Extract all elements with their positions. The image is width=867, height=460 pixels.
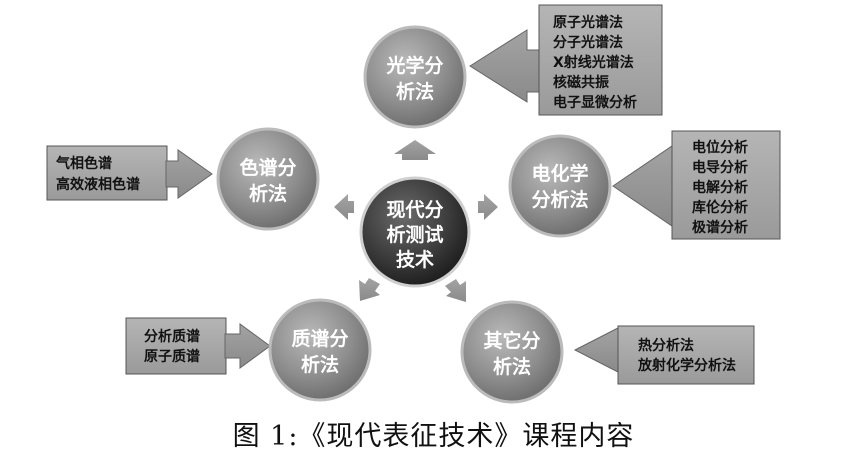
mass-methods-item: 分析质谱 bbox=[144, 328, 200, 345]
mass-methods-item: 原子质谱 bbox=[144, 348, 200, 365]
electrochem-node-label: 电化学 bbox=[531, 162, 588, 185]
electrochem-node: 电化学 分析法 bbox=[508, 134, 612, 238]
optical-methods-item: 核磁共振 bbox=[553, 74, 609, 91]
electrochem-methods-item: 电位分析 bbox=[692, 139, 748, 156]
center-to-optical-arrow bbox=[394, 140, 436, 160]
mass-node-label: 析法 bbox=[301, 353, 339, 376]
center-to-electrochem-arrow bbox=[478, 194, 498, 220]
other-methods-item: 放射化学分析法 bbox=[637, 357, 736, 374]
optical-node-label: 析法 bbox=[396, 80, 434, 103]
chromatography-methods-box bbox=[46, 145, 168, 201]
optical-methods-item: 原子光谱法 bbox=[553, 14, 623, 31]
electrochem-methods-box bbox=[671, 130, 781, 240]
other-methods-box bbox=[617, 325, 755, 385]
optical-node: 光学分 析法 bbox=[363, 25, 467, 129]
other-node: 其它分 析法 bbox=[460, 300, 564, 404]
chromatography-methods-callout: 气相色谱 高效液相色谱 bbox=[46, 145, 213, 201]
mass-methods-box bbox=[125, 317, 227, 375]
optical-methods-item: 电子显微分析 bbox=[553, 94, 637, 111]
mass-methods-callout: 分析质谱 原子质谱 bbox=[125, 317, 271, 375]
center-node-label: 现代分 bbox=[386, 199, 443, 221]
electrochem-methods-item: 电导分析 bbox=[692, 159, 748, 176]
optical-methods-item: 分子光谱法 bbox=[553, 34, 623, 51]
center-to-mass-arrow bbox=[359, 278, 380, 301]
optical-methods-box bbox=[538, 4, 663, 116]
figure-caption: 图 1:《现代表征技术》课程内容 bbox=[232, 421, 635, 452]
electrochem-methods-item: 电解分析 bbox=[692, 179, 748, 196]
other-node-label: 其它分 bbox=[483, 329, 540, 352]
chromatography-methods-item: 气相色谱 bbox=[55, 155, 112, 172]
mass-node-label: 质谱分 bbox=[291, 327, 348, 350]
other-node-label: 析法 bbox=[493, 355, 531, 378]
center-node-label: 析测试 bbox=[386, 223, 443, 246]
center-to-other-arrow bbox=[445, 279, 466, 302]
center-node-label: 技术 bbox=[396, 248, 434, 271]
other-methods-item: 热分析法 bbox=[638, 337, 694, 354]
chromatography-node-label: 色谱分 bbox=[239, 156, 296, 179]
electrochem-methods-item: 库伦分析 bbox=[692, 199, 748, 216]
other-methods-callout: 热分析法 放射化学分析法 bbox=[573, 325, 755, 385]
optical-methods-item: X射线光谱法 bbox=[553, 54, 634, 71]
course-content-diagram: 原子光谱法 分子光谱法 X射线光谱法 核磁共振 电子显微分析 电位分析 电导分析… bbox=[46, 4, 781, 404]
electrochem-methods-callout: 电位分析 电导分析 电解分析 库伦分析 极谱分析 bbox=[612, 130, 781, 240]
chromatography-node: 色谱分 析法 bbox=[216, 127, 320, 231]
mass-node: 质谱分 析法 bbox=[268, 298, 372, 402]
center-node: 现代分 析测试 技术 bbox=[359, 176, 471, 288]
optical-node-label: 光学分 bbox=[385, 54, 443, 77]
center-to-chromatography-arrow bbox=[334, 194, 354, 220]
optical-methods-callout: 原子光谱法 分子光谱法 X射线光谱法 核磁共振 电子显微分析 bbox=[469, 4, 663, 116]
electrochem-methods-item: 极谱分析 bbox=[692, 219, 748, 236]
chromatography-node-label: 析法 bbox=[249, 182, 287, 205]
electrochem-node-label: 分析法 bbox=[531, 188, 588, 211]
chromatography-methods-item: 高效液相色谱 bbox=[56, 176, 140, 193]
